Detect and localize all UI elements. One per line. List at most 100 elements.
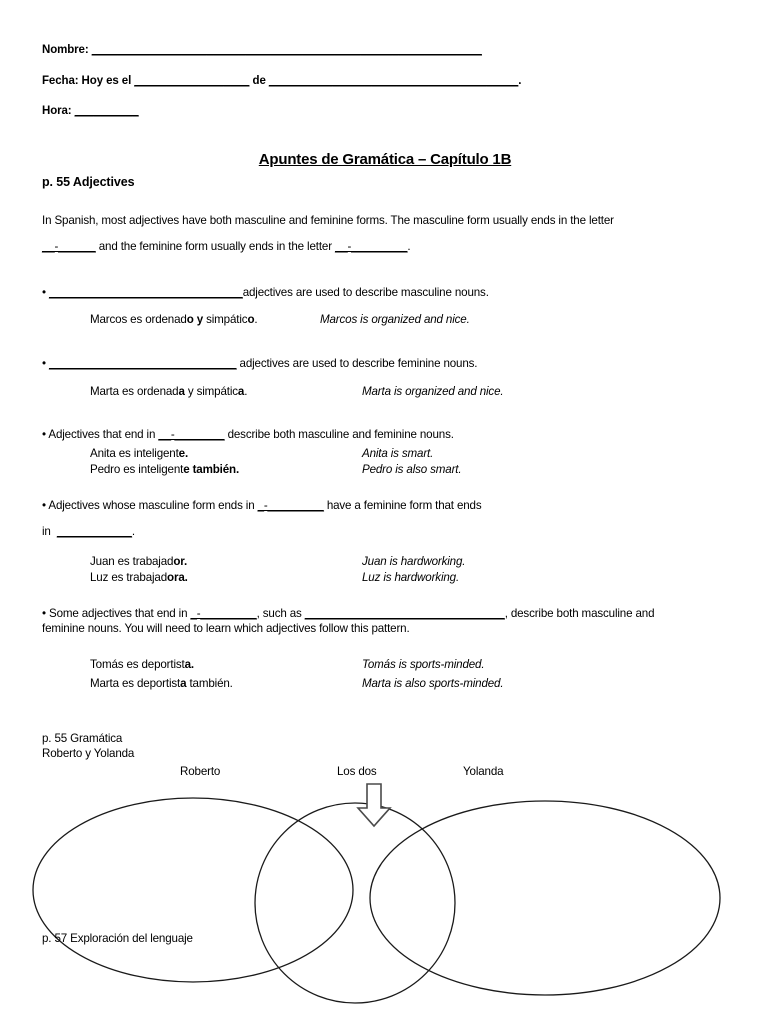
ex-text-post: también. bbox=[186, 677, 233, 690]
example-pedro-english: Pedro is also smart. bbox=[362, 463, 462, 476]
bullet-4-post: have a feminine form that ends bbox=[326, 499, 482, 512]
bullet-4-period: . bbox=[131, 525, 135, 538]
bullet-5-post: , describe both masculine and feminine n… bbox=[42, 607, 655, 635]
hora-label: Hora: bbox=[42, 105, 72, 117]
bullet-1: • _______________________________adjecti… bbox=[42, 285, 489, 300]
venn-label-center: Los dos bbox=[337, 765, 377, 778]
down-arrow-icon bbox=[356, 783, 392, 828]
bullet-4-pre: Adjectives whose masculine form ends in bbox=[48, 499, 255, 512]
example-marta-english: Marta is organized and nice. bbox=[362, 385, 504, 398]
page-title: Apuntes de Gramática – Capítulo 1B bbox=[258, 151, 512, 168]
field-hora: Hora: __________ bbox=[42, 105, 139, 117]
example-pedro-spanish: Pedro es inteligente también. bbox=[90, 462, 239, 477]
ex-period: . bbox=[254, 313, 258, 326]
bullet-5-mid: , such as bbox=[256, 607, 302, 620]
example-juan-english: Juan is hardworking. bbox=[362, 555, 466, 568]
example-juan-spanish: Juan es trabajador. bbox=[90, 554, 187, 569]
ex-text: Juan es trabajad bbox=[90, 555, 174, 568]
bullet-3-pre: Adjectives that end in bbox=[48, 428, 156, 441]
section-heading-adjectives: p. 55 Adjectives bbox=[42, 175, 135, 189]
example-marta-deportista-spanish: Marta es deportista también. bbox=[90, 676, 233, 691]
intro-mid-text: and the feminine form usually ends in th… bbox=[98, 240, 332, 253]
intro-period: . bbox=[407, 240, 411, 253]
nombre-blank[interactable]: ________________________________________… bbox=[91, 44, 482, 56]
venn-circle-roberto bbox=[32, 797, 354, 983]
ex-text: Tomás es deportist bbox=[90, 658, 185, 671]
bullet-2-text: adjectives are used to describe feminine… bbox=[239, 357, 478, 370]
fecha-de-label: de bbox=[252, 75, 266, 87]
bullet-4-line-2: in ____________. bbox=[42, 524, 135, 539]
example-tomas-english: Tomás is sports-minded. bbox=[362, 658, 485, 671]
intro-line-2: __-______ and the feminine form usually … bbox=[42, 239, 411, 254]
bullet-2: • ______________________________ adjecti… bbox=[42, 356, 478, 371]
gramatica-subtitle: Roberto y Yolanda bbox=[42, 747, 135, 760]
intro-blank-feminine[interactable]: __-_________ bbox=[335, 240, 408, 253]
example-marcos-spanish: Marcos es ordenado y simpático. bbox=[90, 312, 258, 327]
section-heading-gramatica: p. 55 Gramática bbox=[42, 732, 123, 745]
field-nombre: Nombre: ________________________________… bbox=[42, 44, 482, 56]
ex-period: . bbox=[244, 385, 248, 398]
bullet-3-marker: • bbox=[42, 428, 46, 441]
bullet-5-blank-1[interactable]: _-_________ bbox=[190, 607, 257, 620]
bullet-1-blank[interactable]: _______________________________ bbox=[49, 286, 243, 299]
ex-bold-ending: e bbox=[178, 447, 185, 460]
example-anita-english: Anita is smart. bbox=[362, 447, 434, 460]
bullet-5: • Some adjectives that end in _-________… bbox=[42, 606, 692, 636]
bullet-3-blank[interactable]: __-________ bbox=[158, 428, 225, 441]
example-marta-deportista-english: Marta is also sports-minded. bbox=[362, 677, 504, 690]
bullet-4-blank[interactable]: _-_________ bbox=[257, 499, 324, 512]
bullet-5-marker: • bbox=[42, 607, 46, 620]
bullet-1-text: adjectives are used to describe masculin… bbox=[242, 286, 489, 299]
venn-circle-los-dos bbox=[254, 802, 456, 1004]
ex-bold-ending-2: o bbox=[247, 313, 255, 326]
ex-text: Marta es deportist bbox=[90, 677, 181, 690]
bullet-3: • Adjectives that end in __-________ des… bbox=[42, 427, 454, 442]
venn-circle-yolanda bbox=[369, 800, 721, 996]
ex-bold-ending: e bbox=[183, 463, 190, 476]
intro-blank-masculine[interactable]: __-______ bbox=[42, 240, 96, 253]
bullet-2-blank[interactable]: ______________________________ bbox=[49, 357, 237, 370]
bullet-4-blank-2[interactable]: ____________ bbox=[56, 525, 132, 538]
example-marta-spanish: Marta es ordenada y simpática. bbox=[90, 384, 247, 399]
ex-text: Anita es inteligent bbox=[90, 447, 179, 460]
ex-bold-ending: o bbox=[186, 313, 194, 326]
fecha-blank-month[interactable]: _______________________________________ bbox=[268, 75, 519, 87]
footer-exploracion: p. 57 Exploración del lenguaje bbox=[42, 932, 193, 945]
example-tomas-spanish: Tomás es deportista. bbox=[90, 657, 194, 672]
ex-bold-ending: a bbox=[178, 385, 185, 398]
ex-period: . bbox=[184, 447, 189, 460]
bullet-2-marker: • bbox=[42, 357, 46, 370]
ex-bold-conj: y bbox=[196, 313, 204, 326]
fecha-label: Fecha: Hoy es el bbox=[42, 75, 132, 87]
example-anita-spanish: Anita es inteligente. bbox=[90, 446, 188, 461]
bullet-5-pre: Some adjectives that end in bbox=[49, 607, 188, 620]
bullet-4: • Adjectives whose masculine form ends i… bbox=[42, 498, 482, 513]
ex-text: Pedro es inteligent bbox=[90, 463, 184, 476]
venn-label-left: Roberto bbox=[180, 765, 221, 778]
bullet-4-in-label: in bbox=[42, 525, 51, 538]
hora-blank[interactable]: __________ bbox=[74, 105, 139, 117]
field-fecha: Fecha: Hoy es el __________________ de _… bbox=[42, 75, 522, 87]
ex-bold-ending: ora. bbox=[167, 571, 188, 584]
ex-text-mid: simpátic bbox=[203, 313, 248, 326]
ex-text-mid: y simpátic bbox=[184, 385, 238, 398]
nombre-label: Nombre: bbox=[42, 44, 89, 56]
example-marcos-english: Marcos is organized and nice. bbox=[320, 313, 470, 326]
ex-bold-ending-2: a bbox=[237, 385, 245, 398]
bullet-3-post: describe both masculine and feminine nou… bbox=[227, 428, 454, 441]
ex-bold-ending: or. bbox=[173, 555, 188, 568]
bullet-4-marker: • bbox=[42, 499, 46, 512]
ex-text: Marta es ordenad bbox=[90, 385, 179, 398]
bullet-1-marker: • bbox=[42, 286, 46, 299]
ex-text-post: también. bbox=[189, 463, 240, 476]
example-luz-spanish: Luz es trabajadora. bbox=[90, 570, 188, 585]
ex-text: Marcos es ordenad bbox=[90, 313, 187, 326]
venn-diagram bbox=[32, 783, 721, 1004]
fecha-blank-day[interactable]: __________________ bbox=[134, 75, 250, 87]
ex-bold-ending: a. bbox=[184, 658, 195, 671]
fecha-period: . bbox=[518, 75, 522, 87]
venn-label-right: Yolanda bbox=[463, 765, 504, 778]
bullet-5-blank-2[interactable]: ________________________________ bbox=[304, 607, 505, 620]
intro-line-1: In Spanish, most adjectives have both ma… bbox=[42, 214, 614, 227]
ex-text: Luz es trabajad bbox=[90, 571, 168, 584]
